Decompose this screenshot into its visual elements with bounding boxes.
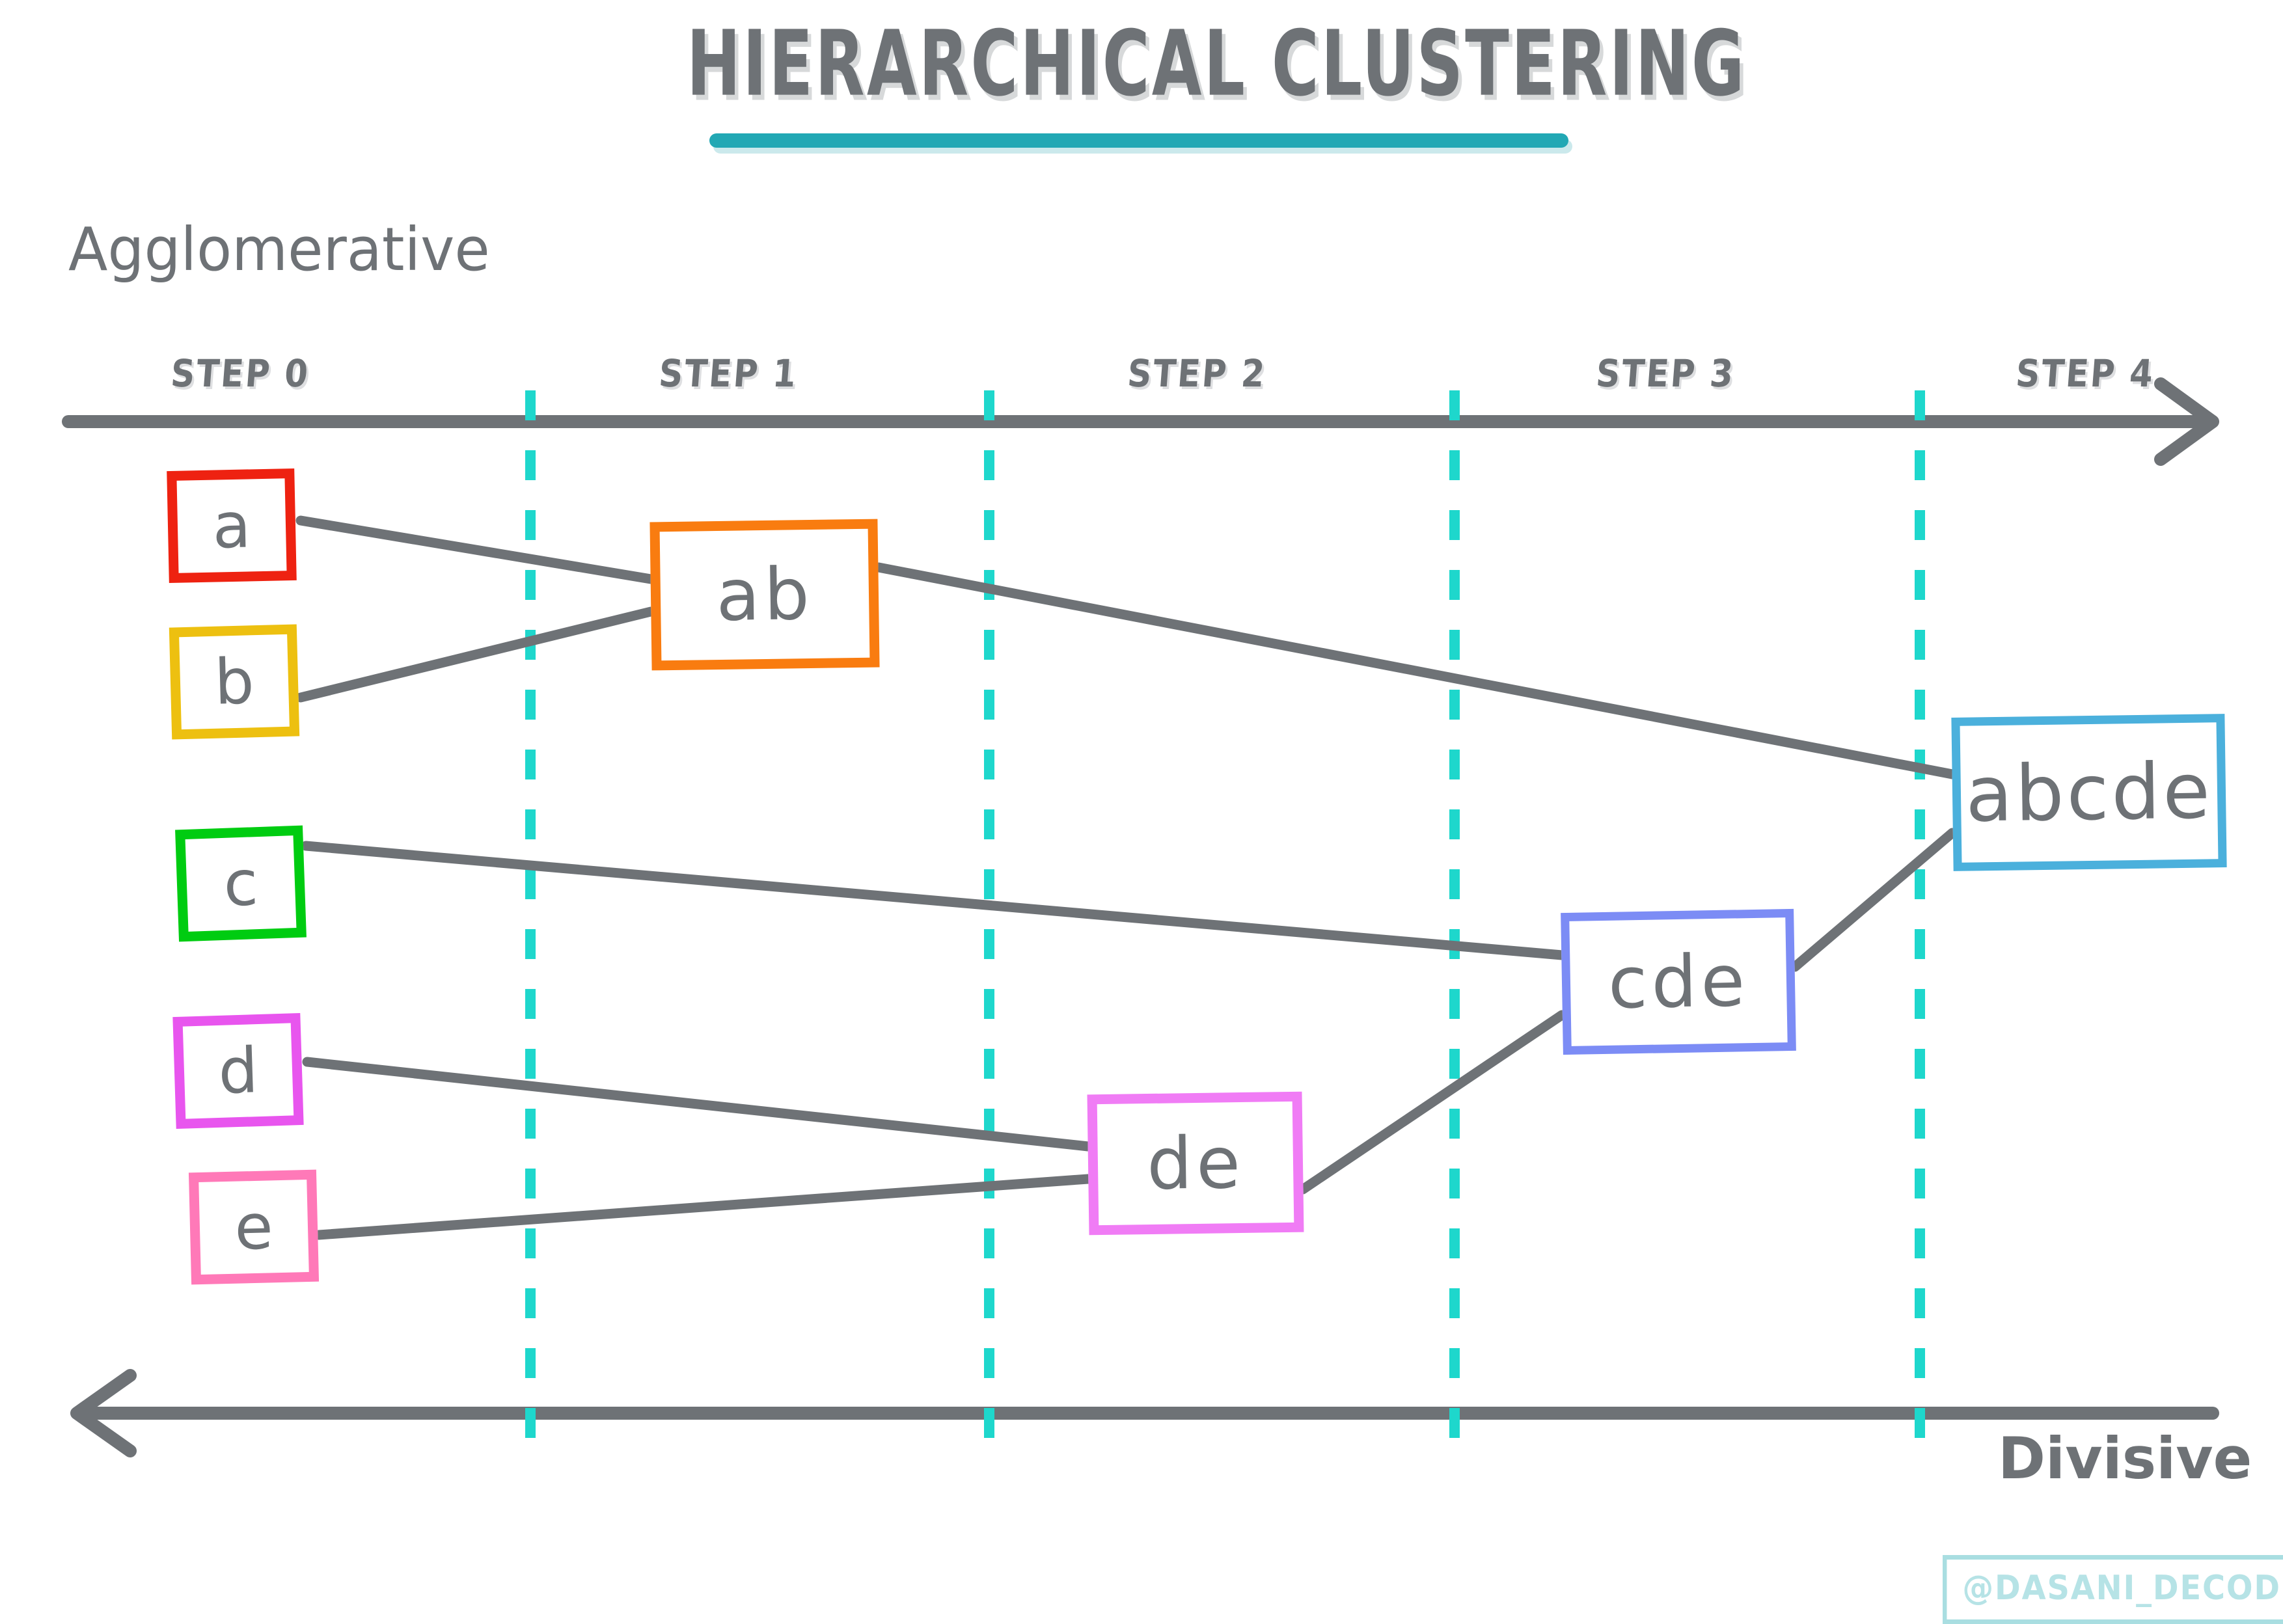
link-de-to-cde — [1298, 1010, 1567, 1195]
link-ab-to-abcde — [873, 562, 1958, 779]
divisive-label: Divisive — [1998, 1425, 2252, 1492]
cluster-label-b: b — [213, 645, 255, 719]
cluster-box-e[interactable]: e — [188, 1169, 320, 1285]
step-label-1: STEP 1 — [657, 351, 800, 396]
link-c-to-cde — [301, 841, 1567, 960]
cluster-label-abcde: abcde — [1965, 746, 2213, 839]
cluster-box-ab[interactable]: ab — [649, 519, 880, 671]
bottom-axis — [70, 1369, 2219, 1457]
step-label-2: STEP 2 — [1126, 351, 1268, 396]
cluster-label-a: a — [212, 489, 252, 563]
cluster-box-de[interactable]: de — [1087, 1091, 1304, 1236]
page-title: HIERARCHICAL CLUSTERING — [687, 12, 1747, 117]
step-label-3: STEP 3 — [1594, 351, 1737, 396]
agglomerative-label: Agglomerative — [68, 215, 490, 284]
cluster-label-d: d — [217, 1034, 260, 1108]
cluster-box-abcde[interactable]: abcde — [1951, 714, 2227, 871]
cluster-box-cde[interactable]: cde — [1561, 908, 1796, 1055]
cluster-label-e: e — [234, 1190, 274, 1264]
step-label-0: STEP 0 — [169, 351, 312, 396]
title-underline — [709, 133, 1568, 148]
cluster-box-a[interactable]: a — [167, 468, 297, 584]
link-e-to-de — [314, 1174, 1093, 1240]
cluster-label-de: de — [1146, 1120, 1245, 1206]
step-label-4: STEP 4 — [2014, 351, 2157, 396]
cluster-links — [295, 515, 1958, 1240]
cluster-box-b[interactable]: b — [169, 624, 300, 740]
watermark: @DASANI_DECODED — [1943, 1555, 2283, 1624]
cluster-label-cde: cde — [1607, 939, 1750, 1025]
link-d-to-de — [302, 1057, 1093, 1152]
cluster-label-ab: ab — [715, 552, 814, 638]
link-a-to-ab — [295, 515, 656, 584]
top-axis — [62, 377, 2219, 466]
link-cde-to-abcde — [1790, 828, 1958, 972]
cluster-label-c: c — [222, 846, 260, 921]
link-b-to-ab — [295, 606, 656, 703]
cluster-box-c[interactable]: c — [175, 825, 307, 942]
cluster-box-d[interactable]: d — [172, 1012, 304, 1130]
